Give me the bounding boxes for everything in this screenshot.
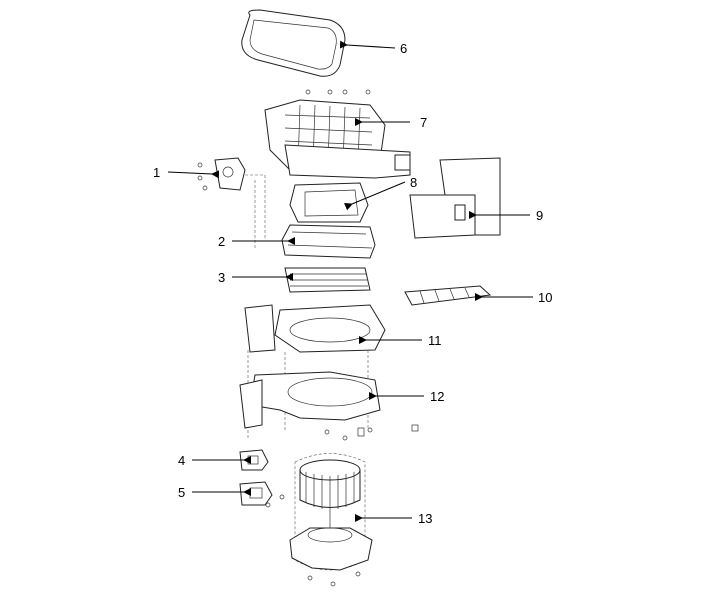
part-6-seal <box>241 9 346 77</box>
part-3-air-filter <box>284 267 371 293</box>
callout-3: 3 <box>218 270 225 285</box>
part-12-blower-case <box>239 371 419 441</box>
callout-1: 1 <box>153 165 160 180</box>
part-7-intake-case <box>264 89 411 179</box>
part-5-blower-control <box>239 481 285 508</box>
part-2-filter-frame <box>281 224 376 259</box>
callout-8: 8 <box>410 175 417 190</box>
part-9-cover <box>409 157 501 239</box>
part-13-blower-motor <box>289 453 373 587</box>
leader-lines <box>167 40 533 522</box>
part-8-door <box>289 182 369 223</box>
callout-labels: 1 2 3 4 5 6 7 8 9 10 11 12 13 <box>153 41 552 526</box>
callout-5: 5 <box>178 485 185 500</box>
part-10-grille <box>404 285 492 306</box>
callout-6: 6 <box>400 41 407 56</box>
callout-12: 12 <box>430 389 444 404</box>
part-1-actuator <box>197 157 266 250</box>
callout-10: 10 <box>538 290 552 305</box>
callout-13: 13 <box>418 511 432 526</box>
callout-7: 7 <box>420 115 427 130</box>
callout-2: 2 <box>218 234 225 249</box>
part-4-resistor <box>239 449 269 471</box>
callout-11: 11 <box>428 333 442 348</box>
callout-4: 4 <box>178 453 185 468</box>
callout-9: 9 <box>536 208 543 223</box>
